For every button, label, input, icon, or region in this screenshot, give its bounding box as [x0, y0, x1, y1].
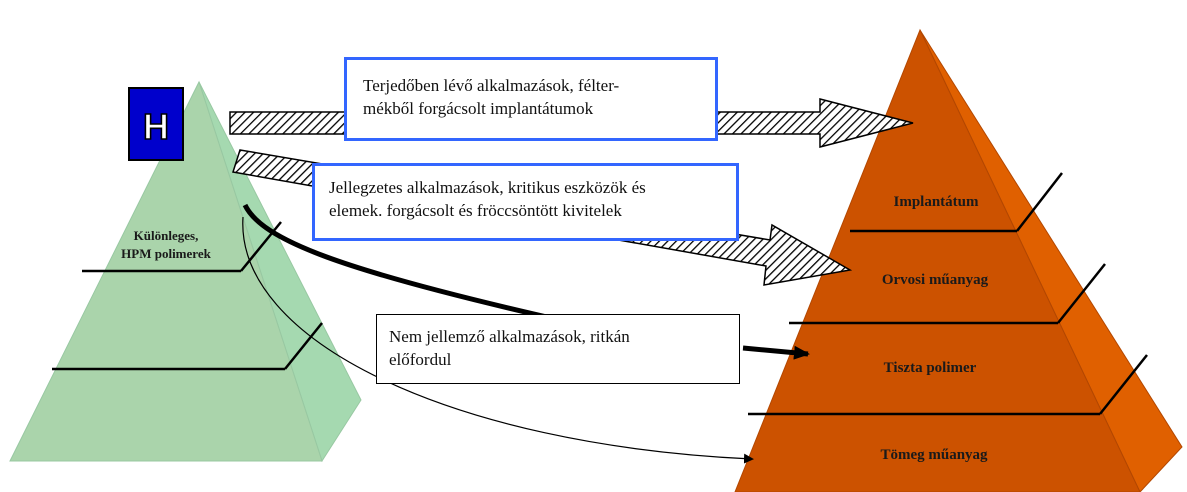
callout-uncommon-applications: Nem jellemző alkalmazások, ritkán előfor…: [376, 314, 740, 384]
right-level-3-label: Tiszta polimer: [884, 360, 977, 376]
callout-1-line1: Terjedőben lévő alkalmazások, félter-: [363, 76, 620, 95]
h-logo: H: [128, 87, 184, 161]
right-divider-1-side: [1016, 172, 1063, 232]
callout-3-line1: Nem jellemző alkalmazások, ritkán: [389, 327, 630, 346]
callout-emerging-applications: Terjedőben lévő alkalmazások, félter- mé…: [344, 57, 718, 141]
callout-2-line2: elemek. forgácsolt és fröccsöntött kivit…: [329, 201, 622, 220]
thick-arrow-to-tiszta: [742, 345, 810, 360]
right-pyramid: Implantátum Orvosi műanyag Tiszta polime…: [734, 28, 1183, 492]
left-top-label-line2: HPM polimerek: [121, 246, 211, 261]
right-divider-3-side: [1099, 354, 1148, 415]
h-logo-letter: H: [143, 106, 169, 147]
left-pyramid: Különleges, HPM polimerek: [9, 80, 362, 463]
left-top-label-line1: Különleges,: [134, 228, 199, 243]
callout-typical-applications: Jellegzetes alkalmazások, kritikus eszkö…: [312, 163, 739, 241]
right-level-1-label: Implantátum: [893, 194, 979, 210]
right-level-4-label: Tömeg műanyag: [880, 447, 988, 463]
thick-curve-connector: [242, 203, 561, 323]
right-divider-2-side: [1057, 263, 1106, 324]
callout-1-line2: mékből forgácsolt implantátumok: [363, 99, 594, 118]
left-divider-2-side: [284, 322, 323, 370]
callout-2-line1: Jellegzetes alkalmazások, kritikus eszkö…: [329, 178, 646, 197]
right-level-2-label: Orvosi műanyag: [882, 272, 989, 288]
callout-3-line2: előfordul: [389, 350, 452, 369]
